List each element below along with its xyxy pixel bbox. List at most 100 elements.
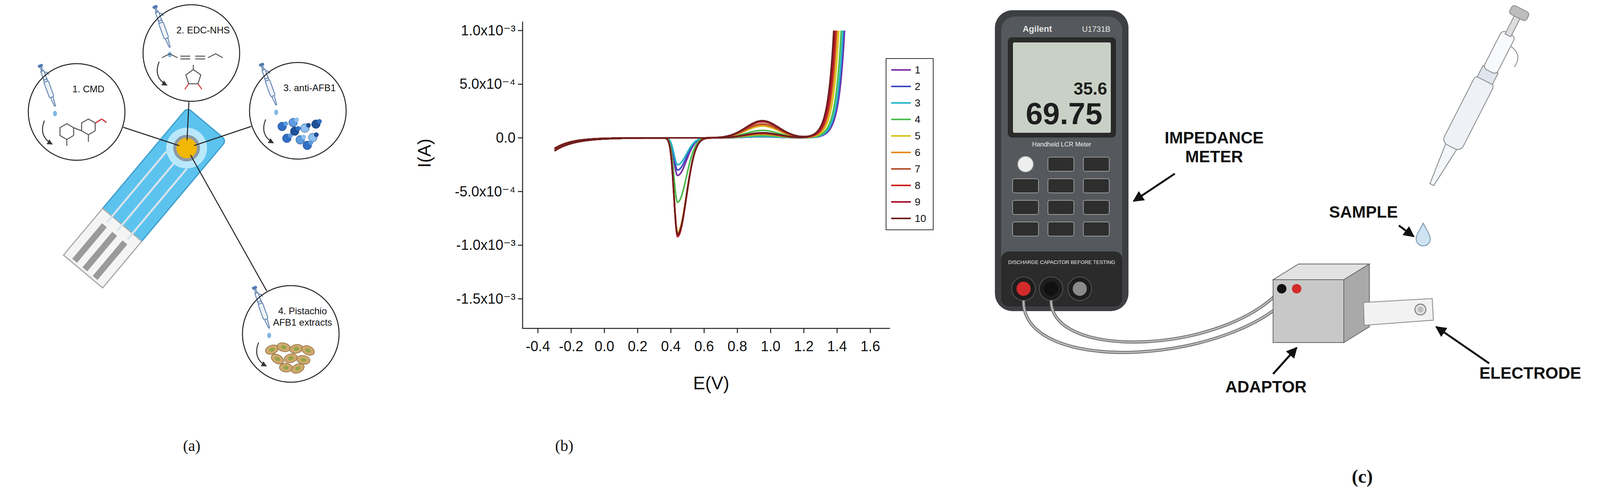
y-tick-label: 1.0x10⁻³ <box>460 22 516 39</box>
part-label: IMPEDANCE METER <box>1151 128 1278 167</box>
sample-drop <box>1416 223 1431 246</box>
antibody-cluster-part <box>317 119 322 124</box>
legend-label: 4 <box>914 113 921 126</box>
x-tick-label: 0.2 <box>627 338 648 355</box>
pipette <box>37 63 60 107</box>
x-tick <box>603 328 606 334</box>
edc-nhs-molecule-part <box>180 55 191 57</box>
adaptor-box-part <box>1277 284 1287 294</box>
screen-printed-electrode-part <box>72 223 107 263</box>
pistachio-pile-part <box>287 355 294 361</box>
cv-curve <box>554 30 834 235</box>
cmd-molecule-part <box>81 119 96 135</box>
cv-curve <box>554 30 845 176</box>
meter-caption: Handheld LCR Meter <box>1032 141 1092 149</box>
curved-arrow <box>42 120 53 145</box>
pipette-part <box>1441 73 1496 152</box>
pipette-part <box>152 5 158 9</box>
impedance-meter-part <box>1083 178 1110 193</box>
impedance-meter-part <box>1067 277 1092 301</box>
pistachio-pile-part <box>276 341 292 354</box>
curved-arrow <box>263 119 274 144</box>
edc-nhs-molecule-part <box>195 55 206 57</box>
callout-outline <box>248 61 347 160</box>
x-tick <box>836 328 838 334</box>
x-axis <box>522 328 890 330</box>
y-axis <box>522 21 524 329</box>
leader-line <box>187 102 189 141</box>
pipette-part <box>252 286 257 290</box>
curved-arrow <box>256 342 267 367</box>
legend-row: 6 <box>891 144 921 161</box>
antibody-cluster-part <box>308 140 314 145</box>
legend-label: 1 <box>914 64 921 77</box>
legend-swatch <box>891 118 911 121</box>
adaptor-box-part <box>1273 279 1344 343</box>
panel-label: (c) <box>1351 465 1373 488</box>
callout-illustration-part <box>242 285 340 383</box>
impedance-meter-part <box>1012 178 1039 193</box>
x-tick-label: 1.6 <box>860 338 881 355</box>
legend-row: 5 <box>891 128 921 144</box>
callout-outline <box>142 3 241 103</box>
impedance-meter-part <box>1001 251 1123 307</box>
antibody-cluster-part <box>295 126 301 131</box>
legend-label: 7 <box>914 163 921 176</box>
cmd-molecule-part <box>88 134 90 142</box>
cmd-molecule-part <box>101 119 107 123</box>
callout-circle <box>242 285 340 383</box>
screen-printed-electrode-part <box>106 151 167 223</box>
y-tick-label: 0.0 <box>495 129 516 146</box>
callout-circle-node: 4. Pistachio AFB1 extracts <box>241 284 340 384</box>
callout-text-block: 3. anti-AFB1 <box>283 82 336 94</box>
pipette <box>152 4 175 48</box>
legend-row: 7 <box>891 161 921 177</box>
cv-curve <box>554 30 842 203</box>
screen-printed-electrode-part <box>157 119 216 178</box>
callout-illustration <box>27 63 126 161</box>
callout-circle <box>28 63 125 161</box>
legend-label: 10 <box>914 212 927 225</box>
x-tick-label: 1.0 <box>760 338 781 355</box>
y-tick <box>517 244 523 246</box>
pipette-part <box>264 79 276 98</box>
curved-arrow <box>157 61 167 86</box>
x-tick <box>637 328 639 334</box>
cmd-molecule-part <box>73 127 82 131</box>
callout-illustration <box>242 285 340 383</box>
legend-row: 3 <box>891 95 921 111</box>
display-reading: 69.75 <box>1025 96 1103 132</box>
screen-printed-electrode-part <box>167 129 206 167</box>
legend-label: 5 <box>914 130 921 143</box>
legend-box: 12345678910 <box>885 58 934 231</box>
screen-printed-electrode-part <box>92 240 128 281</box>
brand-name: Agilent <box>1022 23 1053 34</box>
callout-circle-node: 1. CMD <box>27 62 126 162</box>
pipette <box>258 62 281 106</box>
pistachio-pile-part <box>293 346 300 352</box>
impedance-meter-part <box>1047 200 1074 215</box>
cmd-molecule-part <box>95 119 102 123</box>
warning-text: DISCHARGE CAPACITOR BEFORE TESTING <box>1008 259 1116 266</box>
axis-title: I(A) <box>414 138 435 168</box>
edc-nhs-molecule-part <box>161 53 178 58</box>
cable-part <box>1023 288 1297 353</box>
part-label: ELECTRODE <box>1479 363 1582 383</box>
cmd-molecule <box>60 119 107 146</box>
pistachio-pile-part <box>273 355 281 363</box>
legend-row: 8 <box>891 177 921 194</box>
leader-line <box>123 127 180 146</box>
impedance-meter-part <box>1012 222 1039 237</box>
screen-printed-electrode-part <box>172 133 201 163</box>
pipette-part <box>1426 142 1458 188</box>
callout-illustration-part <box>27 63 126 161</box>
x-tick <box>770 328 772 334</box>
callout-text-block: 4. Pistachio AFB1 extracts <box>269 305 336 329</box>
x-tick <box>869 328 872 334</box>
pointer-arrow <box>1273 347 1297 375</box>
cv-curve <box>554 30 837 234</box>
callout-outline <box>241 284 340 384</box>
x-tick-label: -0.4 <box>525 338 551 355</box>
legend-swatch <box>891 135 911 137</box>
